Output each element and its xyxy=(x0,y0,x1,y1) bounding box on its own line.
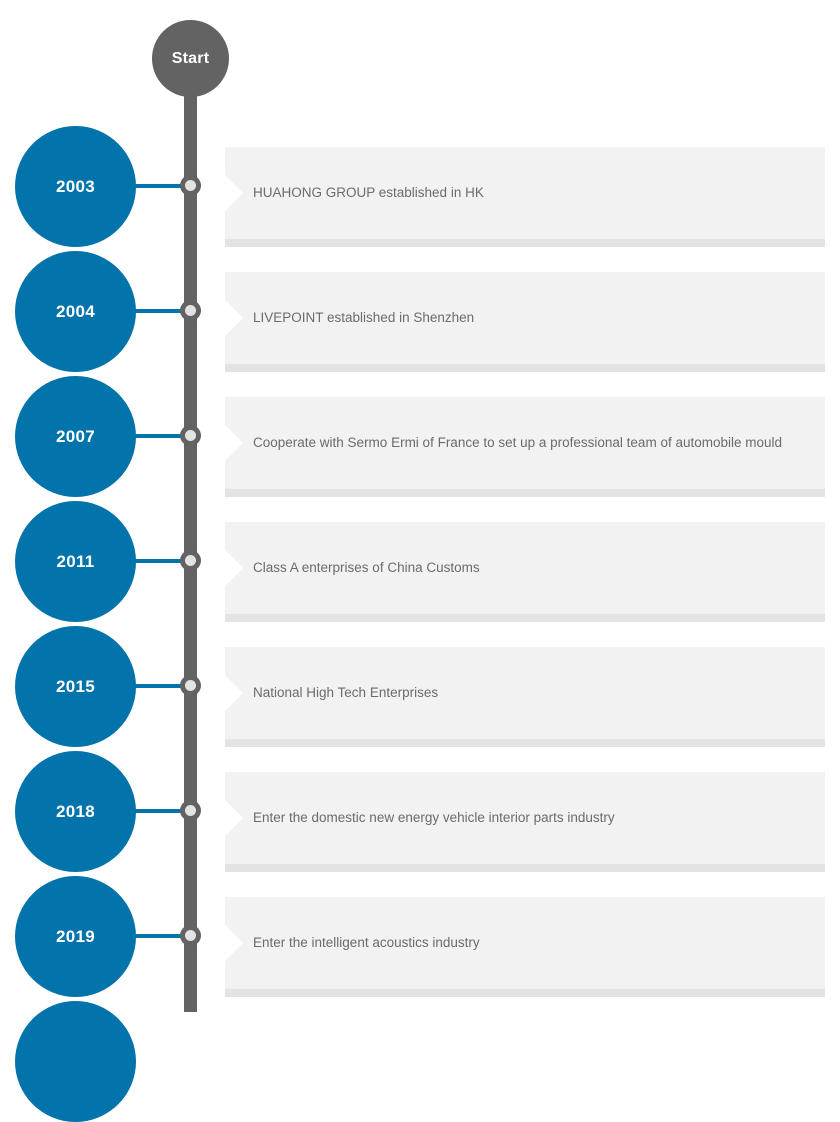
start-label: Start xyxy=(171,49,210,67)
event-text: Cooperate with Sermo Ermi of France to s… xyxy=(253,434,783,450)
year-label: 2018 xyxy=(55,802,96,821)
event-text: LIVEPOINT established in Shenzhen xyxy=(253,309,475,325)
year-label: 2003 xyxy=(55,177,96,196)
timeline-connector xyxy=(130,309,192,313)
timeline-node-dot-inner xyxy=(185,555,196,566)
timeline-node-dot-inner xyxy=(185,180,196,191)
event-card[interactable]: LIVEPOINT established in Shenzhen xyxy=(225,272,825,372)
card-notch-icon xyxy=(225,800,243,836)
event-card-foot xyxy=(225,989,825,997)
event-card-foot xyxy=(225,739,825,747)
timeline-connector xyxy=(130,684,192,688)
year-circle-2015[interactable]: 2015 xyxy=(15,626,136,747)
event-card-foot xyxy=(225,489,825,497)
timeline-node-dot-inner xyxy=(185,430,196,441)
event-card-body: Class A enterprises of China Customs xyxy=(225,522,825,614)
timeline-node-dot[interactable] xyxy=(180,300,201,321)
year-circle-next-partial[interactable] xyxy=(15,1001,136,1122)
year-label: 2011 xyxy=(56,552,95,571)
event-card-foot xyxy=(225,364,825,372)
timeline-connector xyxy=(130,934,192,938)
event-text: National High Tech Enterprises xyxy=(253,684,439,700)
year-circle-2004[interactable]: 2004 xyxy=(15,251,136,372)
timeline-node-dot[interactable] xyxy=(180,175,201,196)
event-card[interactable]: Enter the intelligent acoustics industry xyxy=(225,897,825,997)
timeline-node-dot[interactable] xyxy=(180,550,201,571)
timeline-node-dot-inner xyxy=(185,680,196,691)
event-text: Enter the intelligent acoustics industry xyxy=(253,934,480,950)
timeline-spine xyxy=(184,56,197,1012)
year-circle-2019[interactable]: 2019 xyxy=(15,876,136,997)
event-text: Class A enterprises of China Customs xyxy=(253,559,480,575)
event-card-foot xyxy=(225,614,825,622)
timeline: Start HUAHONG GROUP established in HK 20… xyxy=(15,20,825,1122)
event-card[interactable]: National High Tech Enterprises xyxy=(225,647,825,747)
year-label: 2015 xyxy=(55,677,96,696)
year-circle-2018[interactable]: 2018 xyxy=(15,751,136,872)
event-card-body: Enter the intelligent acoustics industry xyxy=(225,897,825,989)
timeline-connector xyxy=(130,559,192,563)
event-card[interactable]: HUAHONG GROUP established in HK xyxy=(225,147,825,247)
timeline-node-dot-inner xyxy=(185,305,196,316)
year-circle-2011[interactable]: 2011 xyxy=(15,501,136,622)
timeline-node-dot[interactable] xyxy=(180,425,201,446)
year-label: 2004 xyxy=(55,302,96,321)
event-card-foot xyxy=(225,239,825,247)
event-card-foot xyxy=(225,864,825,872)
timeline-node-dot-inner xyxy=(185,930,196,941)
start-node[interactable]: Start xyxy=(152,20,229,97)
event-card-body: National High Tech Enterprises xyxy=(225,647,825,739)
timeline-connector xyxy=(130,434,192,438)
card-notch-icon xyxy=(225,425,243,461)
event-text: HUAHONG GROUP established in HK xyxy=(253,184,484,200)
timeline-connector xyxy=(130,809,192,813)
timeline-connector xyxy=(130,184,192,188)
timeline-node-dot-inner xyxy=(185,805,196,816)
year-label: 2007 xyxy=(55,427,96,446)
event-card[interactable]: Class A enterprises of China Customs xyxy=(225,522,825,622)
card-notch-icon xyxy=(225,925,243,961)
event-card-body: Cooperate with Sermo Ermi of France to s… xyxy=(225,397,825,489)
year-circle-2007[interactable]: 2007 xyxy=(15,376,136,497)
card-notch-icon xyxy=(225,300,243,336)
card-notch-icon xyxy=(225,550,243,586)
timeline-node-dot[interactable] xyxy=(180,925,201,946)
event-card[interactable]: Cooperate with Sermo Ermi of France to s… xyxy=(225,397,825,497)
card-notch-icon xyxy=(225,675,243,711)
card-notch-icon xyxy=(225,175,243,211)
year-label: 2019 xyxy=(55,927,96,946)
timeline-node-dot[interactable] xyxy=(180,675,201,696)
event-text: Enter the domestic new energy vehicle in… xyxy=(253,809,615,825)
event-card[interactable]: Enter the domestic new energy vehicle in… xyxy=(225,772,825,872)
timeline-node-dot[interactable] xyxy=(180,800,201,821)
event-card-body: LIVEPOINT established in Shenzhen xyxy=(225,272,825,364)
year-circle-2003[interactable]: 2003 xyxy=(15,126,136,247)
event-card-body: Enter the domestic new energy vehicle in… xyxy=(225,772,825,864)
event-card-body: HUAHONG GROUP established in HK xyxy=(225,147,825,239)
